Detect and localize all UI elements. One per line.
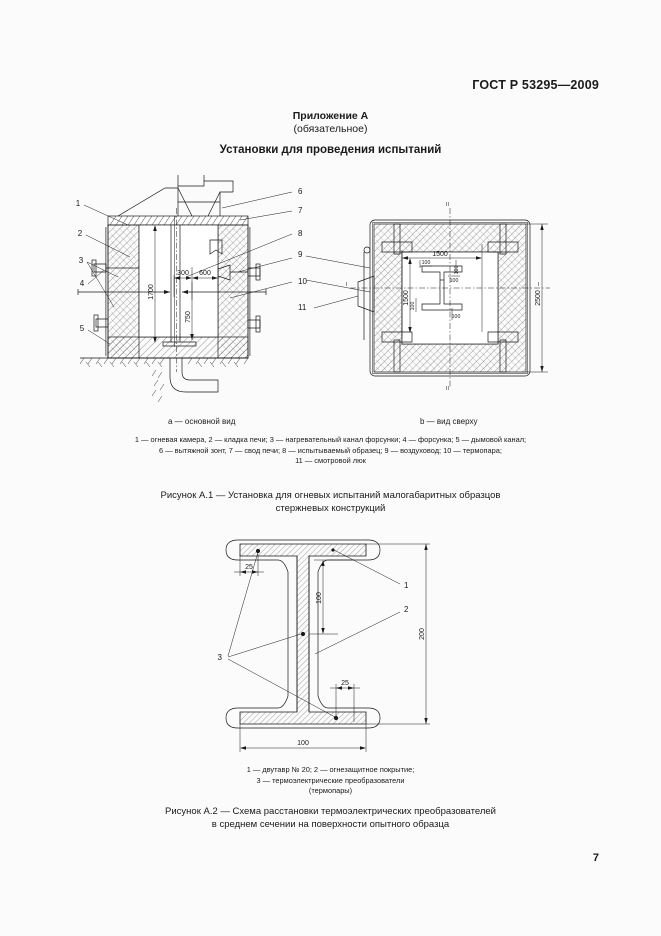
dim-1500-v: 1500 xyxy=(403,290,410,306)
figure-a2-legend-line-1: 1 — двутавр № 20; 2 — огнезащитное покры… xyxy=(246,765,415,774)
top-view-assembly: II II I I 1500 1500 xyxy=(346,202,550,392)
figure-a2-drawing: 25 100 200 25 xyxy=(178,528,488,758)
figure-a2-callout-2: 2 xyxy=(404,605,409,614)
front-view-callouts: 1 2 3 4 5 xyxy=(76,199,131,345)
dim-100-a: 100 xyxy=(422,260,431,266)
dim-300: 300 xyxy=(177,270,189,277)
figure-a2-caption-line-1: Рисунок А.2 — Схема расстановки термоэле… xyxy=(165,806,496,817)
callout-1: 1 xyxy=(76,199,81,208)
standard-header: ГОСТ Р 53295—2009 xyxy=(472,78,599,92)
figure-a1-caption: Рисунок А.1 — Установка для огневых испы… xyxy=(60,489,601,515)
figure-a2-legend-line-2: 3 — термоэлектрические преобразователи xyxy=(256,775,405,785)
figure-a1-caption-line-1: Рисунок А.1 — Установка для огневых испы… xyxy=(160,490,501,501)
section-mark-I-right: I xyxy=(538,282,539,288)
figure-a2-caption-line-2: в среднем сечении на поверхности опытног… xyxy=(211,819,450,830)
appendix-obligatory-note: (обязательное) xyxy=(293,123,368,135)
callout-9: 9 xyxy=(298,250,303,259)
figure-a2-legend: 1 — двутавр № 20; 2 — огнезащитное покры… xyxy=(40,765,621,797)
callout-10: 10 xyxy=(298,277,307,286)
dim-100-d: 100 xyxy=(410,302,416,311)
callout-5: 5 xyxy=(80,324,85,333)
figure-a2-legend-line-3: (термопары) xyxy=(308,786,353,795)
figure-a2-callout-1: 1 xyxy=(404,581,409,590)
legend-line-1: 1 — огневая камера, 2 — кладка печи; 3 —… xyxy=(134,435,527,444)
dim-25-bottom: 25 xyxy=(341,680,349,687)
legend-line-3: 11 — смотровой люк xyxy=(295,456,366,465)
dim-2500: 2500 xyxy=(535,290,542,306)
legend-line-2: 6 — вытяжной зонт, 7 — свод печи; 8 — ис… xyxy=(159,445,502,455)
dim-100-width: 100 xyxy=(297,740,309,747)
figure-a1-drawing: 1700 300 600 750 xyxy=(70,172,595,412)
callout-8: 8 xyxy=(298,229,303,238)
dim-750: 750 xyxy=(185,311,192,323)
dim-100-c: 100 xyxy=(450,278,459,284)
figure-a2-caption: Рисунок А.2 — Схема расстановки термоэле… xyxy=(60,805,601,831)
dim-200: 200 xyxy=(419,628,426,640)
dim-25-top: 25 xyxy=(245,564,253,571)
thermocouple-point-top xyxy=(255,548,261,554)
appendix-label: Приложение А xyxy=(292,110,369,122)
section-title: Установки для проведения испытаний xyxy=(219,144,442,156)
dim-100-e: 100 xyxy=(452,314,461,320)
callout-7: 7 xyxy=(298,206,303,215)
section-mark-I-left: I xyxy=(346,282,347,288)
callout-6: 6 xyxy=(298,187,303,196)
dim-600: 600 xyxy=(199,270,211,277)
figure-a1-caption-line-2: стержневых конструкций xyxy=(275,503,386,514)
figure-a2-callout-3: 3 xyxy=(218,653,223,662)
callout-4: 4 xyxy=(80,279,85,288)
view-a-label: a — основной вид xyxy=(168,417,236,426)
section-mark-II-bottom: II xyxy=(446,386,449,392)
section-mark-II-top: II xyxy=(446,202,449,208)
front-view-assembly: 1700 300 600 750 xyxy=(76,175,371,403)
dim-100-web: 100 xyxy=(316,592,323,604)
callout-2: 2 xyxy=(78,229,83,238)
figure-a1-legend: 1 — огневая камера, 2 — кладка печи; 3 —… xyxy=(40,435,621,467)
callout-3: 3 xyxy=(79,256,84,265)
callout-11: 11 xyxy=(298,303,307,312)
thermocouple-point-web xyxy=(300,631,306,637)
dim-1700: 1700 xyxy=(148,284,155,300)
dim-1500-h: 1500 xyxy=(432,251,448,258)
dim-100-b: 100 xyxy=(454,266,460,275)
page-number: 7 xyxy=(592,852,599,864)
view-b-label: b — вид сверху xyxy=(420,417,478,426)
